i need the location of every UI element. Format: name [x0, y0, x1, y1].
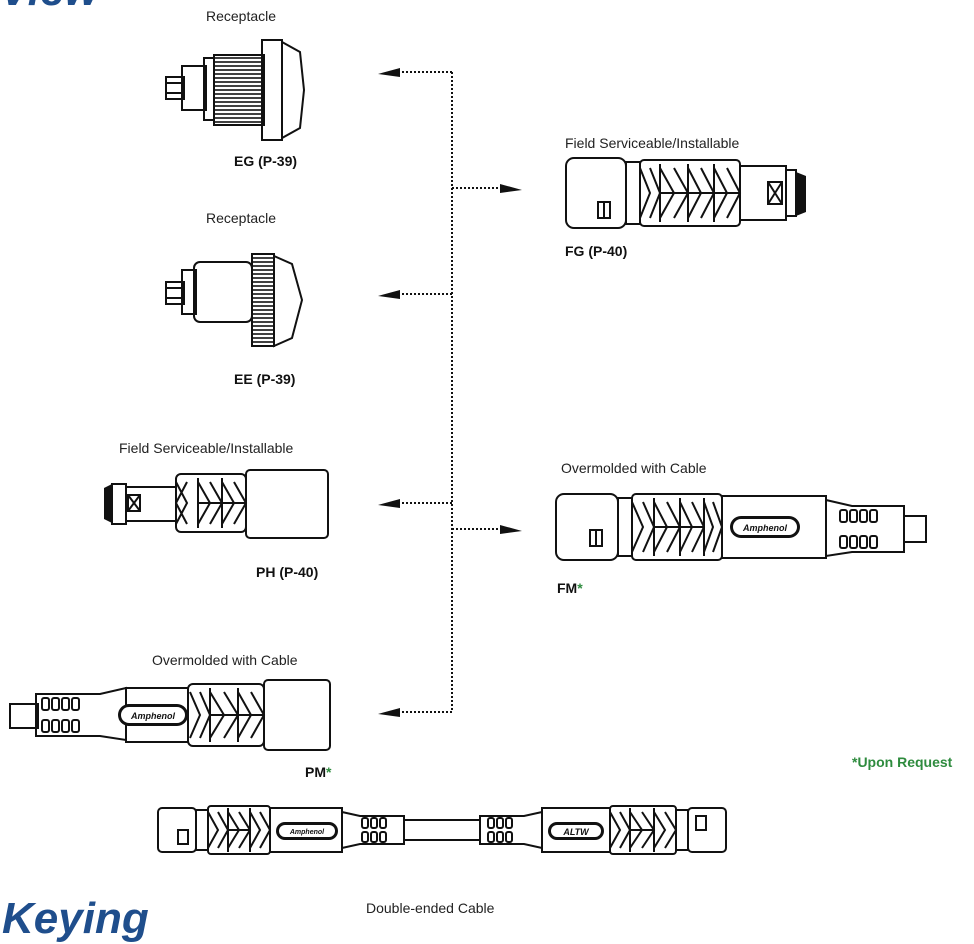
double-ended-cable-drawing: Amphenol ALTW — [158, 806, 726, 854]
fg-plug-drawing — [566, 158, 806, 228]
eg-receptacle-drawing — [166, 40, 304, 140]
connector-diagram: Amphenol — [0, 0, 974, 919]
ee-receptacle-drawing — [166, 254, 302, 346]
fm-overmold-drawing: Amphenol — [556, 494, 926, 560]
ph-plug-drawing — [104, 470, 328, 538]
flow-lines — [398, 72, 502, 712]
pm-overmold-drawing: Amphenol — [10, 680, 330, 750]
pm-amphenol-logo: Amphenol — [130, 711, 175, 721]
cable-amphenol-logo: Amphenol — [289, 829, 325, 836]
fm-amphenol-logo: Amphenol — [742, 523, 787, 533]
altw-logo: ALTW — [562, 827, 590, 837]
arrow-heads — [378, 68, 522, 717]
